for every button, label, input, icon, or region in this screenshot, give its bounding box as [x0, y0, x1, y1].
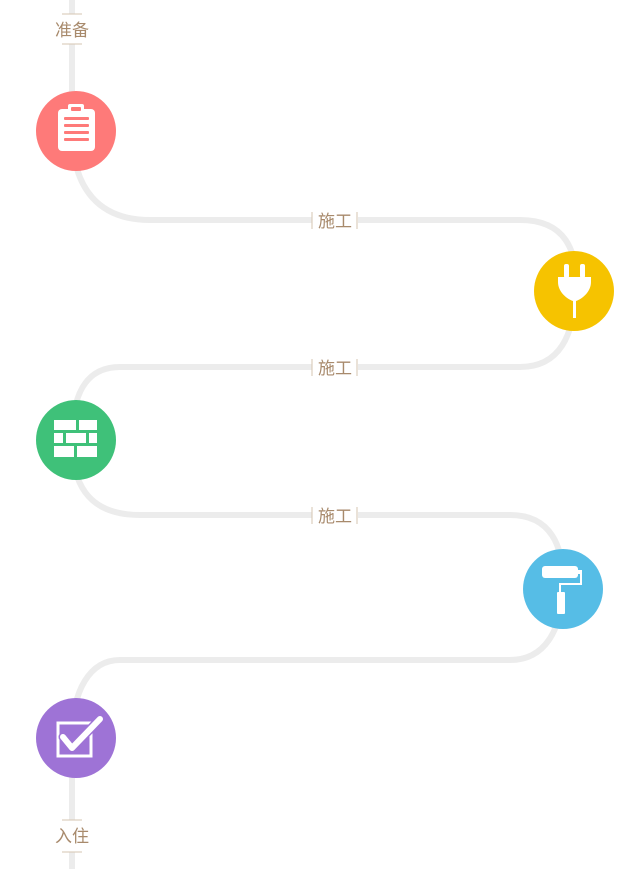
stage-label-end: 入住 — [52, 819, 92, 853]
stage-label-start: 准备 — [52, 13, 92, 45]
checkbox-icon — [56, 714, 105, 758]
plug-icon — [558, 264, 591, 318]
paint-roller-icon — [542, 566, 582, 614]
construction-label-text: 施工 — [318, 359, 352, 379]
clipboard-icon — [58, 104, 95, 151]
start-label-text: 准备 — [55, 21, 89, 41]
label-background — [52, 14, 92, 44]
stage-label-construction-2: 施工 — [311, 353, 358, 381]
label-background — [312, 353, 358, 381]
construction-label-text: 施工 — [318, 507, 352, 527]
stage-label-construction-1: 施工 — [311, 206, 358, 234]
timeline-track — [68, 0, 580, 869]
label-background — [52, 820, 92, 852]
step-circle — [523, 549, 603, 629]
label-background — [312, 206, 358, 234]
step-electrical[interactable] — [534, 251, 614, 331]
label-background — [312, 501, 358, 529]
step-masonry[interactable] — [36, 400, 116, 480]
step-painting[interactable] — [523, 549, 603, 629]
step-completion[interactable] — [36, 698, 116, 778]
end-label-text: 入住 — [55, 827, 89, 847]
stage-label-construction-3: 施工 — [311, 501, 358, 529]
construction-label-text: 施工 — [318, 212, 352, 232]
brick-wall-icon — [54, 420, 97, 457]
step-preparation[interactable] — [36, 91, 116, 171]
